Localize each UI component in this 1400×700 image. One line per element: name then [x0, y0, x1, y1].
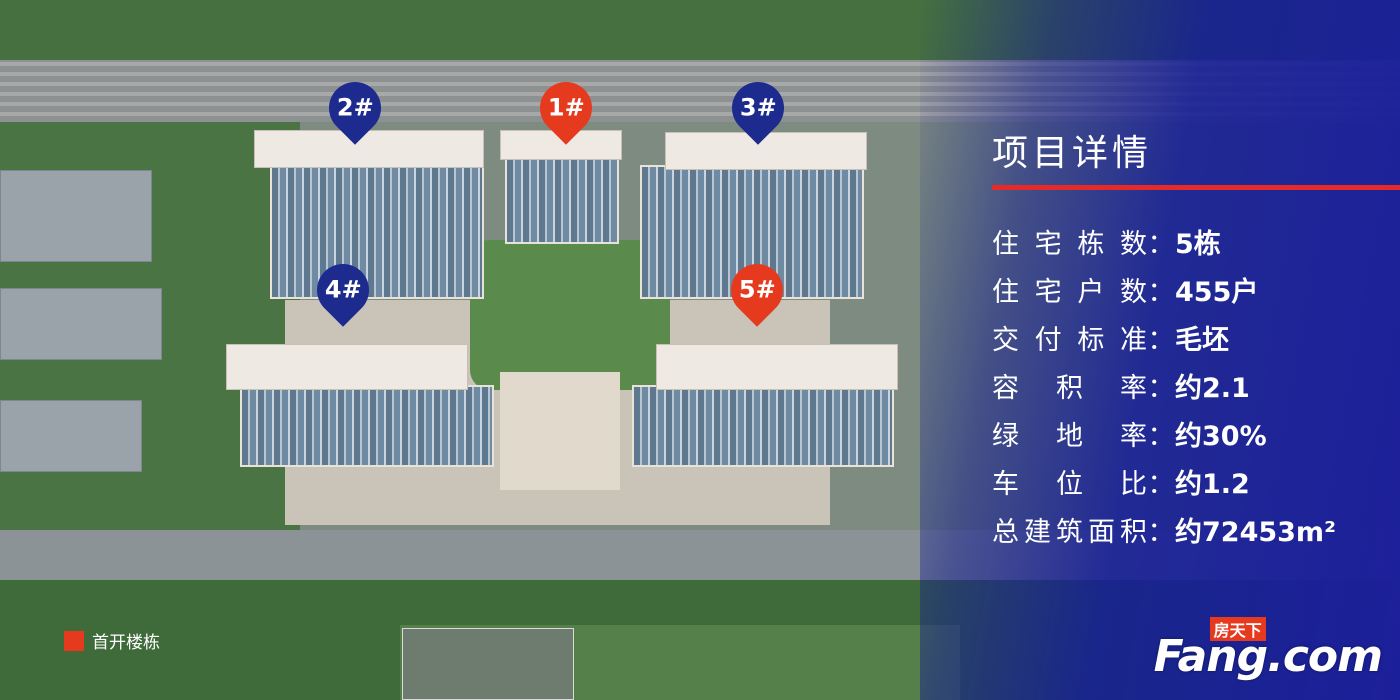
detail-value: 约72453m² [1175, 517, 1336, 548]
central-garden [470, 240, 670, 390]
detail-key: 总建筑面积 [992, 517, 1147, 548]
detail-value: 约30% [1175, 421, 1267, 452]
watermark-brand: Fang.com [1153, 631, 1383, 682]
detail-key: 车位比 [992, 469, 1147, 500]
tower-3-roof [665, 132, 867, 170]
detail-colon: ： [1147, 277, 1175, 308]
entrance-building [500, 372, 620, 490]
detail-value: 约2.1 [1175, 373, 1250, 404]
detail-key: 绿地率 [992, 421, 1147, 452]
detail-key: 容积率 [992, 373, 1147, 404]
detail-colon: ： [1147, 517, 1175, 548]
tower-5 [632, 385, 894, 467]
tower-1 [505, 152, 619, 244]
title-underline [992, 185, 1400, 190]
watermark-sub: 房天下 [1209, 617, 1266, 641]
detail-value: 毛坯 [1175, 325, 1229, 356]
detail-row-plot-ratio: 容积率：约2.1 [992, 366, 1250, 406]
detail-colon: ： [1147, 373, 1175, 404]
watermark-logo: 房天下 Fang.com [1153, 617, 1383, 682]
detail-row-floor-area: 总建筑面积：约72453m² [992, 510, 1336, 550]
detail-key: 住宅户数 [992, 277, 1147, 308]
tower-2 [270, 160, 484, 299]
tower-4 [240, 385, 494, 467]
detail-key: 交付标准 [992, 325, 1147, 356]
detail-row-parking-ratio: 车位比：约1.2 [992, 462, 1250, 502]
legend-swatch [64, 630, 84, 651]
tower-5-roof [656, 344, 898, 390]
detail-row-green-ratio: 绿地率：约30% [992, 414, 1267, 454]
detail-row-units-buildings: 住宅栋数：5栋 [992, 222, 1221, 262]
detail-value: 5栋 [1175, 229, 1221, 260]
detail-colon: ： [1147, 229, 1175, 260]
tower-2-roof [254, 130, 484, 168]
tower-4-roof [226, 344, 468, 390]
detail-value: 约1.2 [1175, 469, 1250, 500]
detail-value: 455户 [1175, 277, 1259, 308]
project-detail-panel [920, 0, 1400, 700]
legend: 首开楼栋 [64, 628, 160, 653]
detail-row-households: 住宅户数：455户 [992, 270, 1258, 310]
neighbor-building [0, 288, 162, 360]
detail-key: 住宅栋数 [992, 229, 1147, 260]
detail-colon: ： [1147, 469, 1175, 500]
basketball-court [402, 628, 574, 700]
detail-colon: ： [1147, 421, 1175, 452]
detail-colon: ： [1147, 325, 1175, 356]
panel-title: 项目详情 [992, 133, 1153, 174]
detail-row-delivery-standard: 交付标准：毛坯 [992, 318, 1229, 358]
legend-label: 首开楼栋 [92, 633, 160, 653]
neighbor-building [0, 170, 152, 262]
neighbor-building [0, 400, 142, 472]
